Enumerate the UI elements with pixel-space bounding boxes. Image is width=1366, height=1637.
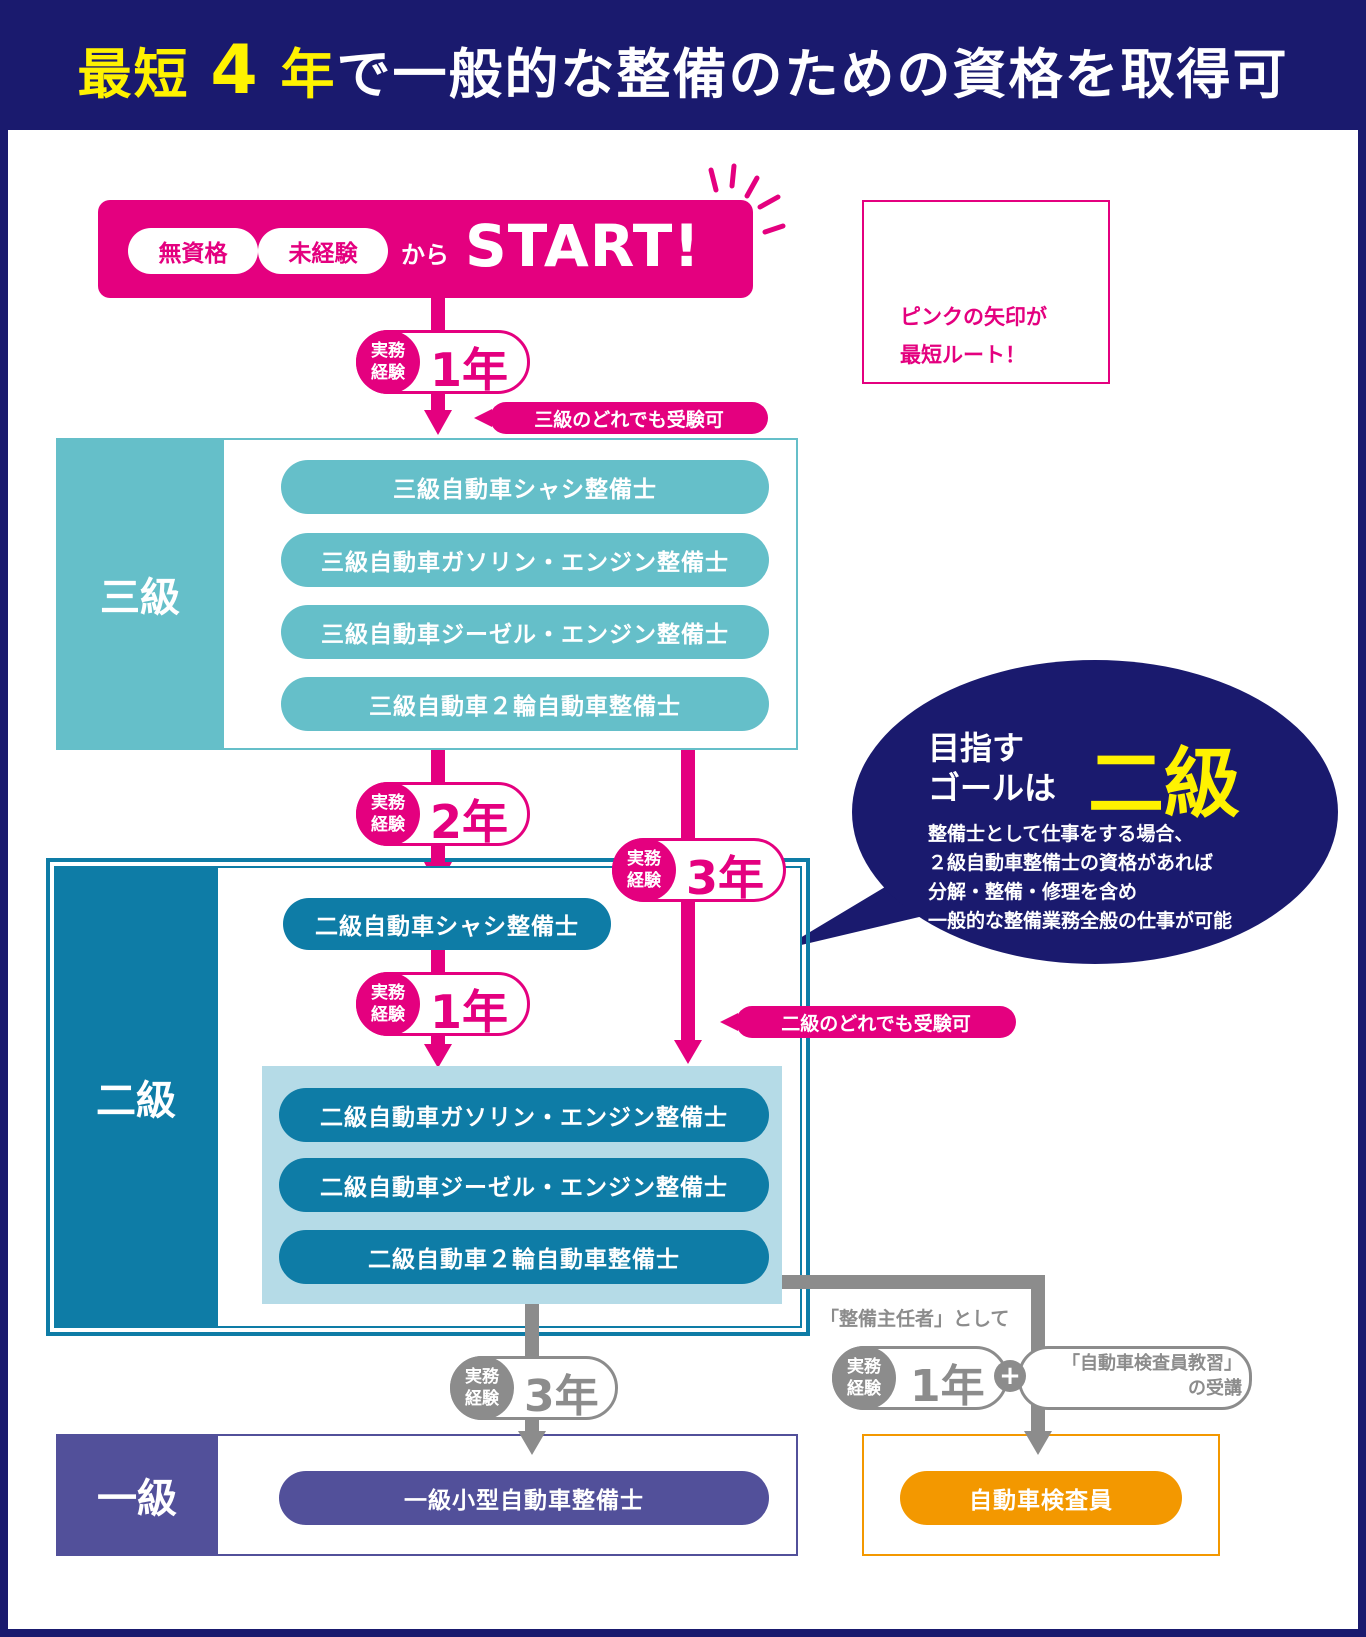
start-tag-no-experience: 未経験 <box>258 228 388 274</box>
arrow-head <box>424 410 452 435</box>
start-tag-no-qualification: 無資格 <box>128 228 258 274</box>
gray-route-line <box>525 1304 539 1336</box>
goal-bubble <box>852 660 1338 964</box>
experience-years: 3年 <box>524 1371 599 1422</box>
training-badge <box>1018 1346 1252 1410</box>
bubble-heading: 目指すゴールは <box>928 729 1057 807</box>
plus-icon: + <box>994 1360 1026 1392</box>
experience-label: 実務経験 <box>356 972 420 1036</box>
qualification-item: 一級小型自動車整備士 <box>279 1471 769 1525</box>
pink-route-line <box>431 1036 445 1044</box>
arrow-head <box>674 1040 702 1064</box>
arrow-head <box>424 1044 452 1068</box>
level2-section-outer <box>46 858 810 1336</box>
qualification-item: 三級自動車２輪自動車整備士 <box>281 677 769 731</box>
qualification-item-chassis: 二級自動車シャシ整備士 <box>283 898 611 950</box>
level1-label: 一級 <box>56 1434 218 1556</box>
experience-label: 実務経験 <box>356 330 420 394</box>
level3-label: 三級 <box>56 438 224 750</box>
qualification-item: 三級自動車ジーゼル・エンジン整備士 <box>281 605 769 659</box>
training-text: 「自動車検査員教習」の受講 <box>1062 1353 1242 1399</box>
pink-route-line <box>681 856 695 1040</box>
header <box>0 0 1366 130</box>
bubble-goal: 二級 <box>1088 739 1240 828</box>
experience-label: 実務経験 <box>832 1346 896 1410</box>
level2-label: 二級 <box>54 866 218 1328</box>
start-label: START! <box>465 212 701 280</box>
arrow-head <box>518 1431 546 1455</box>
note-pointer <box>474 409 492 427</box>
arrow-head <box>1024 1431 1052 1455</box>
inspector-item: 自動車検査員 <box>900 1471 1182 1525</box>
experience-label: 実務経験 <box>450 1356 514 1420</box>
pink-route-line <box>431 856 445 866</box>
note-any-level2: 二級のどれでも受験可 <box>736 1006 1016 1038</box>
legend-box <box>862 200 1110 384</box>
experience-years: 1年 <box>430 985 509 1039</box>
qualification-item: 三級自動車ガソリン・エンジン整備士 <box>281 533 769 587</box>
experience-label: 実務経験 <box>356 782 420 846</box>
experience-years: 2年 <box>430 795 509 849</box>
qualification-item: 二級自動車ガソリン・エンジン整備士 <box>279 1088 769 1142</box>
qualification-item: 三級自動車シャシ整備士 <box>281 460 769 514</box>
experience-years: 1年 <box>910 1361 985 1412</box>
bubble-description: 整備士として仕事をする場合、 ２級自動車整備士の資格があれば 分解・整備・修理を… <box>928 823 1233 932</box>
pink-route-line <box>431 950 445 972</box>
qualification-item: 二級自動車２輪自動車整備士 <box>279 1230 769 1284</box>
page-title: 最短 4 年で一般的な整備のための資格を取得可 <box>77 31 1289 110</box>
start-kara: から <box>401 240 449 269</box>
legend-text: ピンクの矢印が最短ルート！ <box>900 305 1047 367</box>
experience-label: 実務経験 <box>612 838 676 902</box>
experience-years: 3年 <box>686 851 765 905</box>
qualification-item: 二級自動車ジーゼル・エンジン整備士 <box>279 1158 769 1212</box>
gray-route-line <box>782 1275 812 1289</box>
burst-lines <box>708 163 786 235</box>
note-as-chief: 「整備主任者」として <box>820 1308 1010 1330</box>
note-any-level3: 三級のどれでも受験可 <box>490 402 768 434</box>
note-pointer <box>720 1013 738 1031</box>
experience-years: 1年 <box>430 343 509 397</box>
